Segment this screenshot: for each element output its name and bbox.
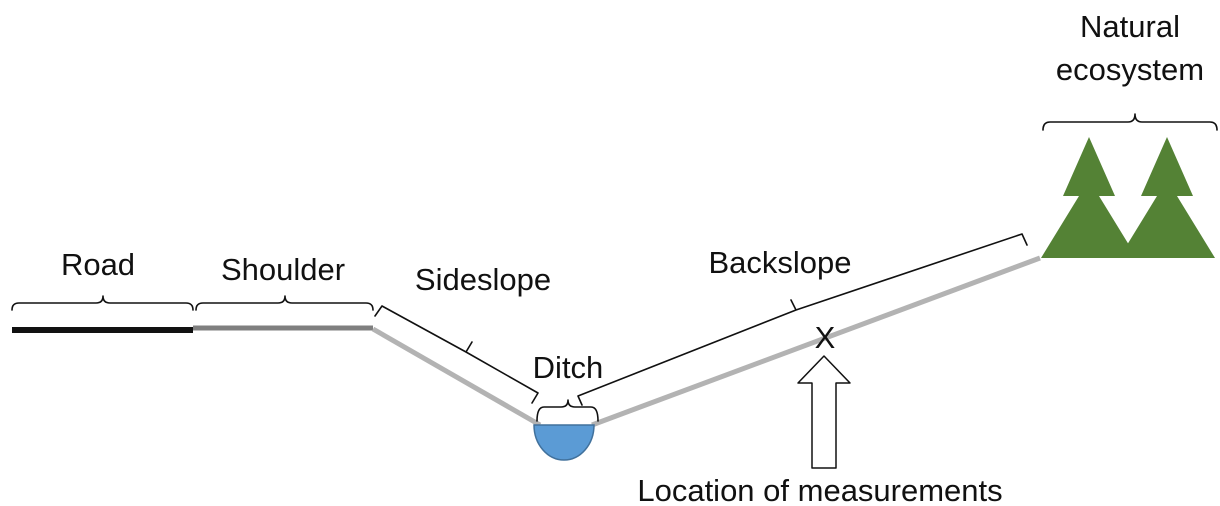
natural-ecosystem-label-line1: Natural <box>1080 9 1180 44</box>
sideslope-label: Sideslope <box>415 262 551 297</box>
road-label: Road <box>61 247 135 282</box>
measurement-marker: X <box>815 320 836 355</box>
backslope-brace <box>577 233 1028 406</box>
natural-ecosystem-brace <box>1042 113 1218 131</box>
shoulder-label: Shoulder <box>221 252 345 287</box>
ditch-brace <box>536 399 599 422</box>
natural-ecosystem-label-line2: ecosystem <box>1056 52 1204 87</box>
road-brace <box>11 295 194 311</box>
up-arrow-icon <box>797 355 851 469</box>
measurement-location-label: Location of measurements <box>637 473 1002 506</box>
backslope-label: Backslope <box>708 245 851 280</box>
backslope-surface <box>591 255 1041 428</box>
sideslope-brace <box>374 305 539 404</box>
ditch-water <box>533 424 595 461</box>
sideslope-surface <box>371 326 542 428</box>
shoulder-brace <box>195 295 374 311</box>
conifer-trees-icon <box>1041 137 1215 258</box>
ditch-label: Ditch <box>533 350 604 385</box>
